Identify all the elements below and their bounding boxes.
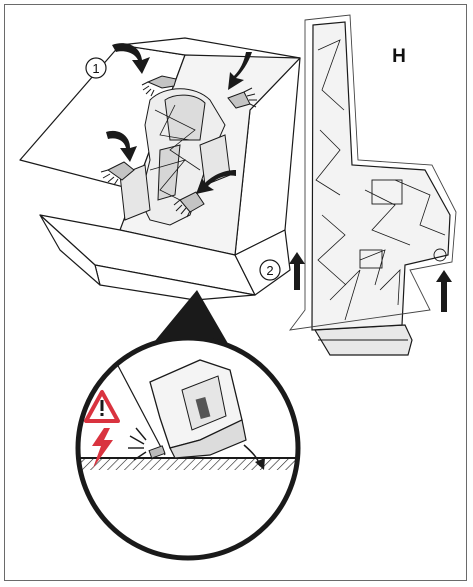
push-arrow-icon	[228, 52, 252, 90]
hand-icon	[141, 75, 177, 97]
push-arrow-icon	[196, 170, 236, 194]
step-1-label: 1	[92, 61, 99, 76]
step-2-badge: 2	[259, 259, 281, 281]
hand-icon	[100, 161, 135, 186]
step-1-badge: 1	[85, 57, 107, 79]
push-arrow-icon	[106, 130, 137, 162]
plastic-wrap-lines	[149, 104, 201, 206]
wrapped-product	[288, 14, 457, 356]
step-2-label: 2	[266, 263, 273, 278]
lift-arrow-icon	[289, 252, 305, 290]
detail-circle	[75, 335, 301, 561]
zoom-cone	[150, 290, 230, 347]
panel-label: H	[392, 46, 406, 67]
hand-icon	[227, 87, 257, 109]
hand-icon	[173, 191, 205, 218]
lift-arrow-icon	[436, 270, 452, 312]
push-arrow-icon	[112, 43, 150, 74]
warning-triangle-icon	[84, 390, 120, 423]
electric-shock-icon	[92, 428, 113, 468]
